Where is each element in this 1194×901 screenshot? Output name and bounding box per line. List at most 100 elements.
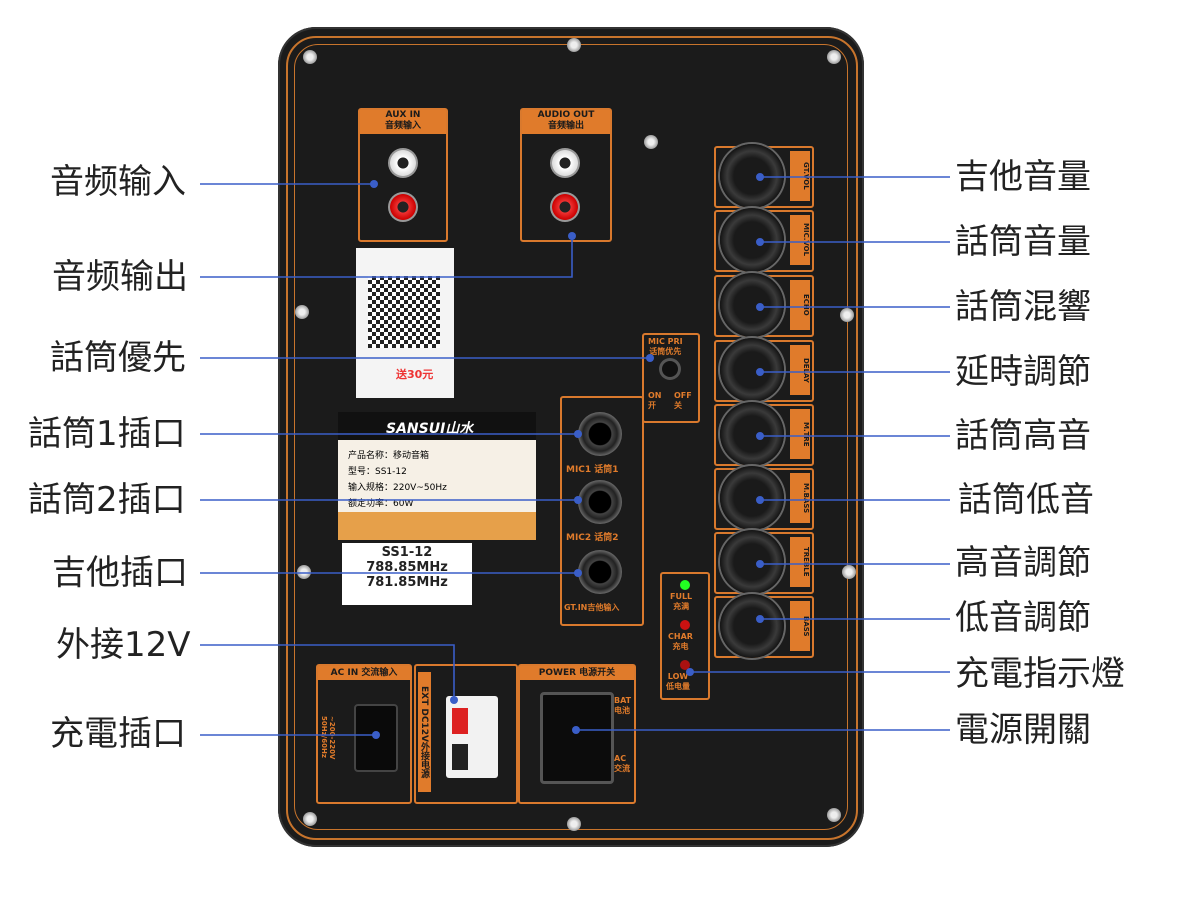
echo-knob[interactable] <box>720 273 784 337</box>
spec-power: 额定功率：60W <box>348 499 414 509</box>
full-label: FULL 充满 <box>670 592 693 611</box>
knob-label: MIC.VOL <box>790 215 810 265</box>
ac-label: AC 交流 <box>614 754 630 773</box>
aux-in-box: AUX IN 音频输入 <box>358 108 448 242</box>
mic-priority-on: ON 开 <box>648 391 662 410</box>
spec-model: 型号：SS1-12 <box>348 467 407 477</box>
audio-out-right-jack[interactable] <box>550 192 580 222</box>
label-power-switch: 電源開關 <box>955 710 1091 750</box>
spec-input: 输入规格：220V~50Hz <box>348 483 447 493</box>
knob-box-mic-bass: M.BASS <box>714 466 814 530</box>
knob-label: DELAY <box>790 345 810 395</box>
mic-priority-off: OFF 关 <box>674 391 692 410</box>
knob-box-mic-volume: MIC.VOL <box>714 208 814 272</box>
knob-box-guitar-volume: GT.VOL <box>714 144 814 208</box>
panel-trim-outer <box>286 36 858 840</box>
frequency-1: 788.85MHz <box>366 560 448 575</box>
screw <box>295 305 309 319</box>
ac-voltage-label: ~200-220V 50Hz/60Hz <box>320 716 336 760</box>
screw <box>303 812 317 826</box>
knob-label: ECHO <box>790 280 810 330</box>
aux-in-label: AUX IN 音频输入 <box>360 110 446 134</box>
ext-dc-label: EXT DC12V外接电源 <box>418 672 431 792</box>
screw <box>842 565 856 579</box>
line-audio-out <box>200 236 573 278</box>
brand-logo: SANSUI山水 <box>386 421 474 437</box>
knob-label: BASS <box>790 601 810 651</box>
qr-code-icon <box>368 276 440 348</box>
qr-sticker: 送30元 <box>356 248 454 398</box>
label-mic-volume: 話筒音量 <box>955 222 1091 262</box>
knob-box-treble: TREBLE <box>714 530 814 594</box>
charge-led <box>680 620 690 630</box>
label-echo: 話筒混響 <box>955 287 1091 327</box>
spec-name: 产品名称：移动音箱 <box>348 451 430 461</box>
knob-box-mic-treble: M.TRE <box>714 402 814 466</box>
low-led <box>680 660 690 670</box>
low-label: LOW 低电量 <box>666 672 690 691</box>
label-ac-in: 充電插口 <box>50 714 186 754</box>
label-mic2-jack: 話筒2插口 <box>28 480 186 520</box>
label-aux-in: 音频输入 <box>50 162 186 202</box>
guitar-jack[interactable] <box>578 550 622 594</box>
knob-label: M.BASS <box>790 473 810 523</box>
label-guitar-jack: 吉他插口 <box>52 553 188 593</box>
label-audio-out: 音频输出 <box>52 257 188 297</box>
audio-out-left-jack[interactable] <box>550 148 580 178</box>
screw <box>827 50 841 64</box>
mic-volume-knob[interactable] <box>720 208 784 272</box>
label-delay: 延時調節 <box>955 352 1091 392</box>
mic-treble-knob[interactable] <box>720 402 784 466</box>
treble-knob[interactable] <box>720 530 784 594</box>
bass-knob[interactable] <box>720 594 784 658</box>
label-mic1-jack: 話筒1插口 <box>28 414 186 454</box>
screw <box>567 817 581 831</box>
knob-box-bass: BASS <box>714 594 814 658</box>
mic2-label: MIC2 话筒2 <box>566 533 619 543</box>
charge-label: CHAR 充电 <box>668 632 693 651</box>
ext-dc-red-clip[interactable] <box>452 708 468 734</box>
power-switch[interactable] <box>540 692 614 784</box>
mic1-label: MIC1 话筒1 <box>566 465 619 475</box>
label-guitar-volume: 吉他音量 <box>955 157 1091 197</box>
label-mic-bass: 話筒低音 <box>958 480 1094 520</box>
aux-in-right-jack[interactable] <box>388 192 418 222</box>
bat-label: BAT 电池 <box>614 696 632 715</box>
screw <box>840 308 854 322</box>
qr-price: 送30元 <box>396 368 434 381</box>
screw <box>297 565 311 579</box>
audio-out-box: AUDIO OUT 音频输出 <box>520 108 612 242</box>
power-box: POWER 电源开关 BAT 电池 AC 交流 <box>518 664 636 804</box>
mic2-jack[interactable] <box>578 480 622 524</box>
knob-label: TREBLE <box>790 537 810 587</box>
line-ext-12v <box>200 644 455 700</box>
ext-dc-box: EXT DC12V外接电源 <box>414 664 518 804</box>
label-mic-treble: 話筒高音 <box>955 416 1091 456</box>
knob-label: GT.VOL <box>790 151 810 201</box>
label-treble: 高音調節 <box>955 543 1091 583</box>
delay-knob[interactable] <box>720 338 784 402</box>
label-ext-12v: 外接12V <box>56 625 191 665</box>
mic-priority-box: MIC PRI 话筒优先 ON 开 OFF 关 <box>642 333 700 423</box>
mic-priority-switch[interactable] <box>662 361 678 377</box>
charge-indicator-box: FULL 充满 CHAR 充电 LOW 低电量 <box>660 572 710 700</box>
guitar-volume-knob[interactable] <box>720 144 784 208</box>
mic1-jack[interactable] <box>578 412 622 456</box>
aux-in-left-jack[interactable] <box>388 148 418 178</box>
screw <box>827 808 841 822</box>
full-led <box>680 580 690 590</box>
screw <box>303 50 317 64</box>
mic-jacks-box: MIC1 话筒1 MIC2 话筒2 GT.IN吉他输入 <box>560 396 644 626</box>
knob-box-delay: DELAY <box>714 338 814 402</box>
ext-dc-black-clip[interactable] <box>452 744 468 770</box>
model-number: SS1-12 <box>381 545 433 560</box>
ac-in-label: AC IN 交流输入 <box>318 666 410 680</box>
screw <box>567 38 581 52</box>
label-bass: 低音調節 <box>955 598 1091 638</box>
knob-label: M.TRE <box>790 409 810 459</box>
label-charge-indicator: 充電指示燈 <box>955 654 1125 694</box>
label-mic-priority: 話筒優先 <box>50 338 186 378</box>
frequency-2: 781.85MHz <box>366 575 448 590</box>
mic-bass-knob[interactable] <box>720 466 784 530</box>
